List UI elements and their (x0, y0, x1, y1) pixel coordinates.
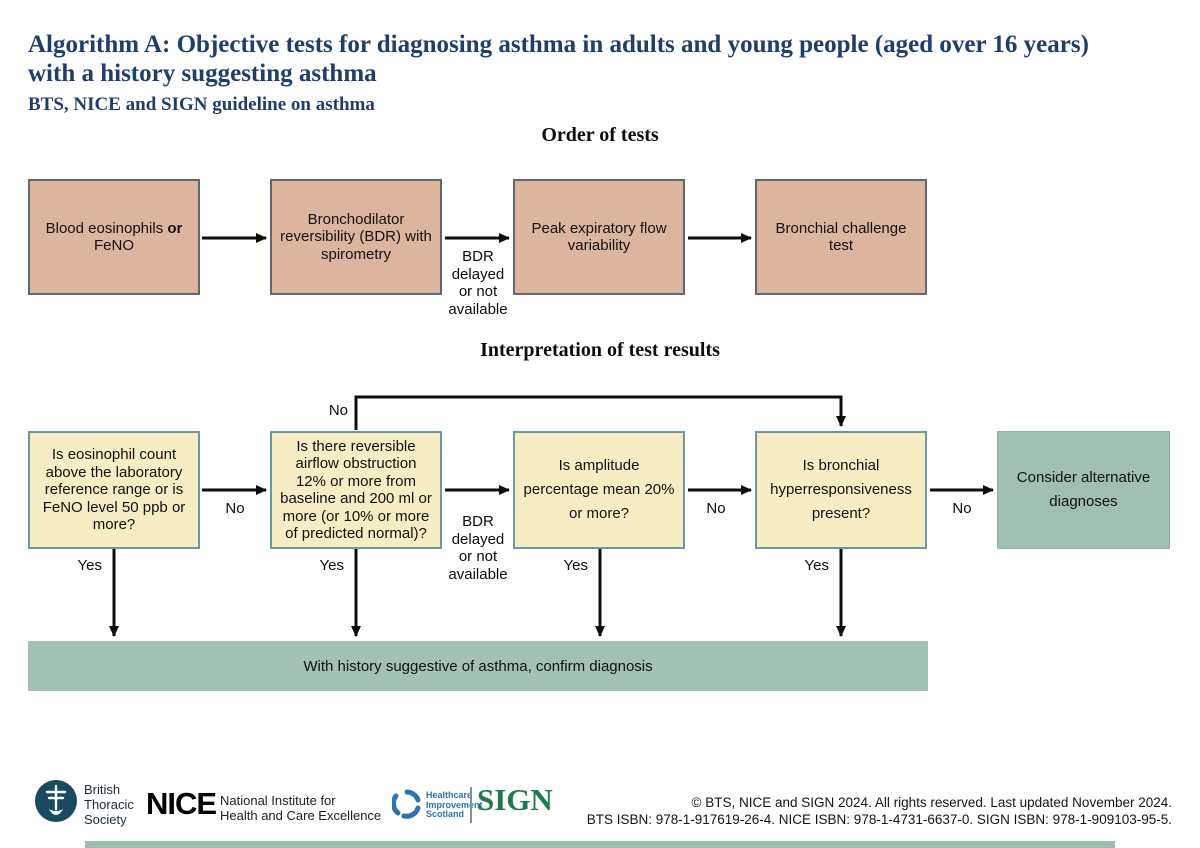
label-pre: Blood eosinophils (45, 219, 164, 237)
question-box-reversible-obstruction: Is there reversible airflow obstruction … (270, 431, 442, 549)
his-org-line-2: Improvement (426, 799, 483, 810)
question-box-bronchial-hyperresponsiveness: Is bronchial hyperresponsiveness present… (755, 431, 927, 549)
section-heading-interpretation: Interpretation of test results (480, 339, 720, 361)
next-page-strip (85, 841, 1115, 848)
copyright-text: © BTS, NICE and SIGN 2024. All rights re… (587, 794, 1172, 828)
his-org-line-3: Scotland (426, 809, 465, 819)
his-org-name: Healthcare Improvement Scotland (426, 790, 483, 820)
bts-org-line-3: Society (84, 812, 127, 827)
label-post: FeNO (93, 237, 134, 254)
alternative-diagnoses-box: Consider alternative diagnoses (997, 431, 1170, 549)
no-label-2: No (706, 500, 726, 517)
bts-logo-icon (35, 780, 77, 822)
copyright-line-1: © BTS, NICE and SIGN 2024. All rights re… (691, 795, 1172, 810)
bts-org-line-1: British (84, 782, 121, 797)
bts-org-name: British Thoracic Society (84, 782, 134, 827)
yes-label-1: Yes (77, 557, 102, 574)
his-org-line-1: Healthcare (426, 790, 473, 800)
question-box-amplitude-mean: Is amplitude percentage mean 20% or more… (513, 431, 685, 549)
nice-logo: NICE (146, 786, 217, 822)
his-sign-divider (470, 787, 472, 823)
page-title-line-2: with a history suggesting asthma (28, 60, 377, 87)
bdr-note-interpretation: BDR delayed or not available (448, 513, 508, 583)
nice-wordmark: NICE (146, 786, 217, 821)
flow-box-blood-eosinophils: Blood eosinophils or FeNO (28, 179, 200, 295)
page-title: Algorithm A: Objective tests for diagnos… (28, 30, 1188, 88)
flow-box-bdr-spirometry: Bronchodilator reversibility (BDR) with … (270, 179, 442, 295)
copyright-line-2: BTS ISBN: 978-1-917619-26-4. NICE ISBN: … (586, 812, 1172, 827)
bts-org-line-2: Thoracic (84, 797, 134, 812)
section-heading-order: Order of tests (541, 124, 659, 146)
page-title-line-1: Algorithm A: Objective tests for diagnos… (28, 31, 1089, 58)
yes-label-4: Yes (804, 557, 829, 574)
nice-name-line-1: National Institute for (220, 793, 336, 808)
no-label-bypass: No (328, 402, 348, 419)
yes-label-2: Yes (319, 557, 344, 574)
no-label-1: No (225, 500, 245, 517)
bdr-note-order: BDR delayed or not available (448, 248, 508, 318)
yes-label-3: Yes (563, 557, 588, 574)
question-box-eosinophil-feno: Is eosinophil count above the laboratory… (28, 431, 200, 549)
confirm-diagnosis-bar: With history suggestive of asthma, confi… (28, 641, 928, 691)
page-subtitle: BTS, NICE and SIGN guideline on asthma (28, 94, 375, 115)
nice-full-name: National Institute for Health and Care E… (220, 793, 381, 823)
flow-box-bronchial-challenge: Bronchial challenge test (755, 179, 927, 295)
no-label-3: No (952, 500, 972, 517)
label-bold-or: or (167, 219, 183, 237)
flow-box-pef-variability: Peak expiratory flow variability (513, 179, 685, 295)
sign-wordmark: SIGN (477, 782, 553, 817)
flow-box-blood-eosinophils-label: Blood eosinophils or FeNO (38, 220, 190, 255)
his-icon (390, 789, 422, 824)
nice-name-line-2: Health and Care Excellence (220, 808, 382, 823)
bts-logo (34, 779, 78, 828)
